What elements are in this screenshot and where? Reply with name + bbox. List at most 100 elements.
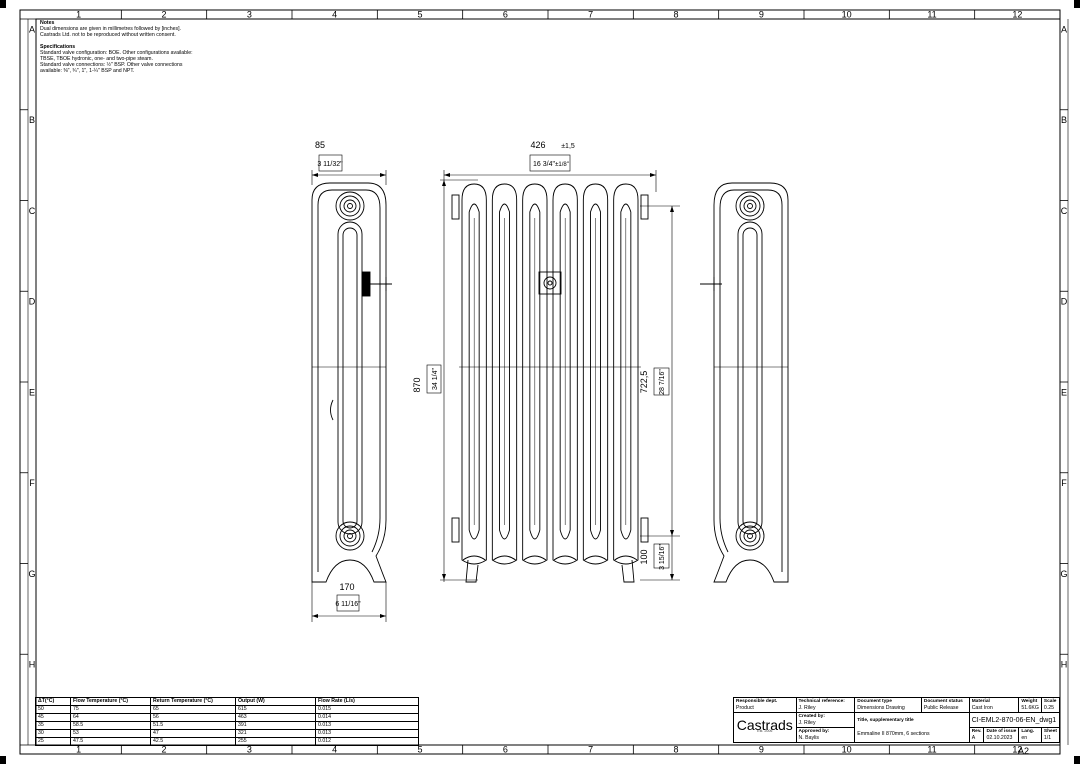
- side-view-right: [700, 182, 789, 583]
- grid-col-label: 2: [161, 745, 166, 755]
- dim-height-mm: 870: [412, 377, 422, 392]
- grid-row-label: E: [1061, 387, 1067, 397]
- dim-width-tol: ±1,5: [561, 143, 575, 150]
- table-cell: 0.014: [315, 713, 419, 722]
- table-cell: 0.012: [315, 737, 419, 746]
- dim-height-in: 34 1/4": [432, 368, 439, 390]
- table-cell: 463: [235, 713, 316, 722]
- grid-row-label: G: [1060, 569, 1067, 579]
- doc-status-label: Document status: [923, 699, 963, 704]
- table-cell: 25: [35, 737, 71, 746]
- date-label: Date of issue: [986, 729, 1017, 734]
- table-cell: 35: [35, 721, 71, 730]
- technical-ref: J. Riley: [798, 705, 816, 711]
- dimension-lines: [311, 154, 680, 622]
- spec-line: TBSE, TBOE hydronic, one- and two-pipe s…: [40, 56, 153, 63]
- col-header: ΔT(°C): [35, 697, 71, 706]
- material-label: Material: [971, 699, 990, 704]
- rev: A: [971, 735, 976, 741]
- col-header: Flow Temperature (°C): [70, 697, 151, 706]
- grid-col-label: 5: [417, 745, 422, 755]
- dim-depth-in: 3 11/32": [317, 161, 343, 168]
- table-cell: 75: [70, 705, 151, 714]
- responsible-dept: Product: [736, 705, 754, 711]
- table-header-row: ΔT(°C) Flow Temperature (°C) Return Temp…: [35, 697, 419, 706]
- date-of-issue: 02.10.2023: [986, 735, 1013, 741]
- responsible-dept-label: Responsible dept.: [736, 699, 778, 704]
- spec-line: Standard valve configuration: BOE. Other…: [40, 49, 193, 56]
- grid-row-label: B: [1061, 115, 1067, 125]
- table-cell: 0.015: [315, 705, 419, 714]
- grid-col-label: 4: [332, 745, 337, 755]
- grid-col-label: 6: [503, 10, 508, 20]
- corner-mark: [1074, 0, 1080, 8]
- grid-row-label: C: [29, 206, 36, 216]
- grid-row-label: H: [29, 660, 36, 670]
- grid-col-label: 4: [332, 10, 337, 20]
- table-cell: 58.5: [70, 721, 151, 730]
- dim-floor-mm: 100: [639, 549, 649, 564]
- notes-line: Castrads Ltd. not to be reproduced witho…: [40, 32, 176, 39]
- inner-frame: [35, 18, 1061, 746]
- grid-col-label: 12: [1012, 745, 1022, 755]
- lang: en: [1021, 735, 1028, 741]
- grid-row-label: A: [1061, 24, 1067, 34]
- corner-mark: [1074, 756, 1080, 764]
- grid-col-label: 7: [588, 10, 593, 20]
- drawing-title: Emmaline II 870mm, 6 sections: [857, 731, 930, 737]
- grid-col-label: 3: [247, 10, 252, 20]
- table-cell: 255: [235, 737, 316, 746]
- grid-col-label: 7: [588, 745, 593, 755]
- grid-col-label: 10: [842, 745, 852, 755]
- approved-by-label: Approved by:: [798, 729, 830, 734]
- grid-row-label: A: [29, 24, 35, 34]
- grid-ticks: [20, 10, 1068, 754]
- brand-sub: Est. 2006: [757, 729, 773, 733]
- grid-row-label: B: [29, 115, 35, 125]
- sheet-label: Sheet: [1043, 729, 1057, 734]
- weight-label: Weight: [1021, 699, 1038, 704]
- front-view: [451, 183, 649, 583]
- grid-col-label: 3: [247, 745, 252, 755]
- paper-size: A2: [1018, 746, 1030, 756]
- dim-width-in-tol: ±1/8": [555, 162, 569, 168]
- brand-name: Castrads: [736, 717, 793, 733]
- grid-col-label: 8: [673, 745, 678, 755]
- doc-status: Public Release: [923, 705, 959, 711]
- output-data-table: ΔT(°C) Flow Temperature (°C) Return Temp…: [35, 697, 419, 746]
- grid-col-label: 1: [76, 745, 81, 755]
- dim-centres-in: 28 7/16": [659, 369, 666, 395]
- dim-width-mm: 426: [530, 140, 545, 150]
- dim-centres-mm: 722,5: [639, 371, 649, 394]
- grid-col-label: 8: [673, 10, 678, 20]
- table-cell: 45: [35, 713, 71, 722]
- title-block: Responsible dept. Product Technical refe…: [733, 697, 1061, 743]
- title-label: Title, supplementary title: [857, 718, 914, 723]
- drawing-number: CI-EML2-870-06-EN_dwg1: [968, 712, 1061, 728]
- table-cell: 0.013: [315, 729, 419, 738]
- rev-label: Rev.: [971, 729, 982, 734]
- technical-ref-label: Technical reference:: [798, 699, 845, 704]
- grid-col-label: 11: [927, 10, 936, 20]
- weight: 51.6KG: [1021, 705, 1039, 711]
- table-cell: 47: [150, 729, 236, 738]
- table-cell: 42.5: [150, 737, 236, 746]
- doc-type: Dimensions Drawing: [857, 705, 905, 711]
- grid-row-label: F: [1061, 478, 1067, 488]
- spec-line: available: ⅜", ¾", 1", 1-¼" BSP and NPT.: [40, 68, 135, 75]
- side-view-left: [311, 182, 392, 583]
- spec-heading: Specifications: [40, 43, 76, 50]
- table-cell: 56: [150, 713, 236, 722]
- grid-row-label: C: [1061, 206, 1068, 216]
- notes-line: Dual dimensions are given in millimetres…: [40, 26, 181, 33]
- sheet: 1/1: [1043, 735, 1052, 741]
- dim-width-in: 16 3/4": [533, 161, 555, 168]
- grid-col-label: 5: [417, 10, 422, 20]
- corner-mark: [0, 756, 6, 764]
- grid-row-label: D: [29, 297, 36, 307]
- table-cell: 64: [70, 713, 151, 722]
- dim-foot-mm: 170: [339, 582, 354, 592]
